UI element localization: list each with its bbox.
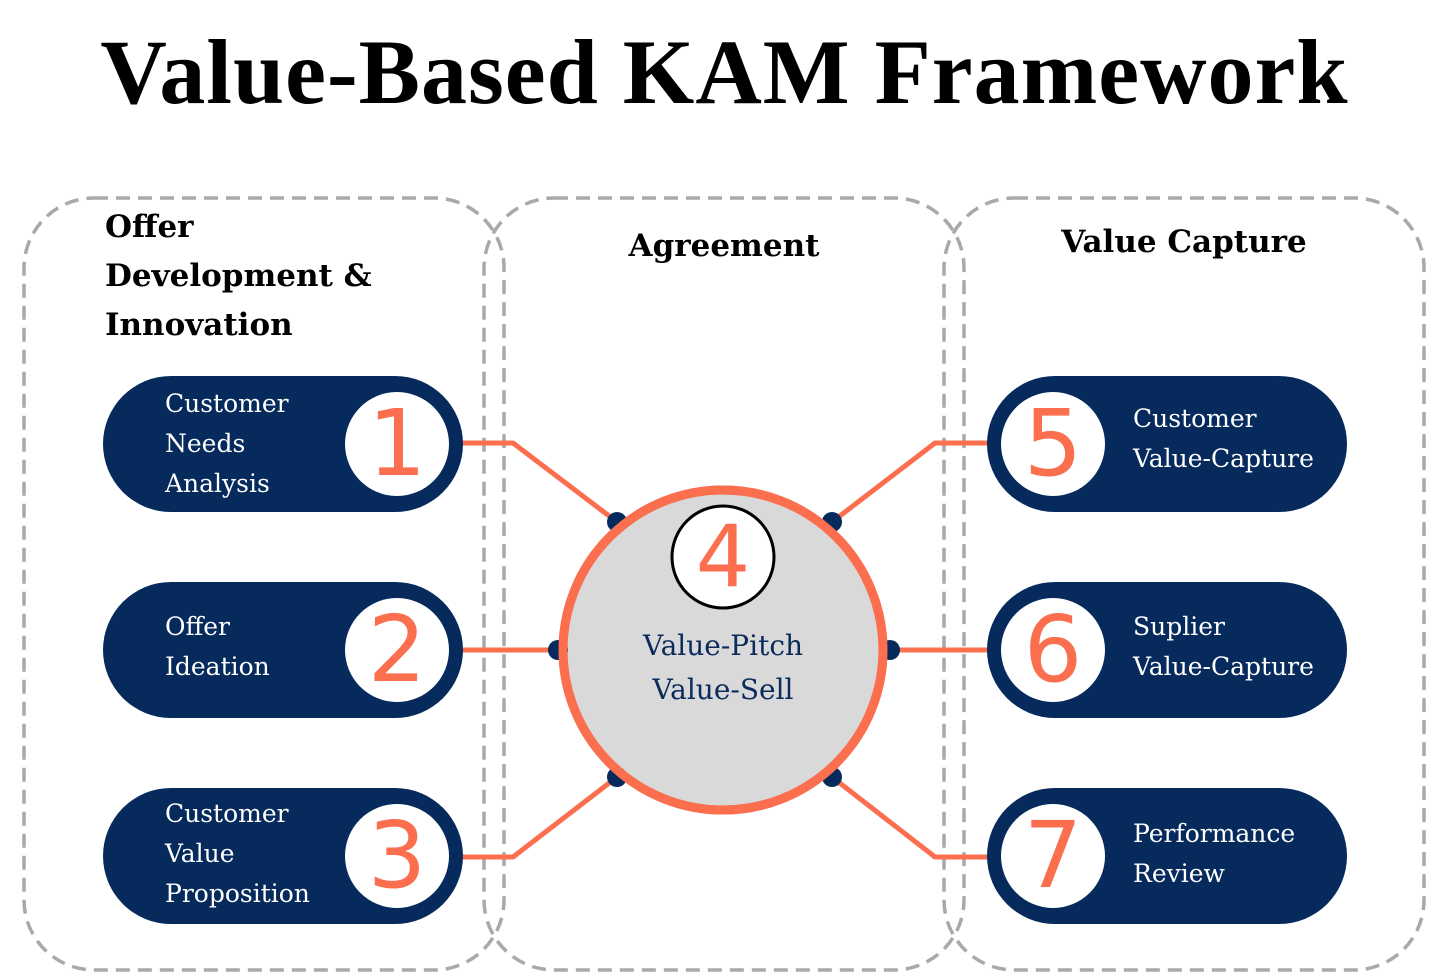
center-hub	[558, 485, 888, 815]
step-number-circle-2	[345, 598, 449, 702]
group-title-offer-development: Offer Development & Innovation	[105, 209, 372, 343]
step-label-7: Performance Review	[1133, 819, 1296, 888]
step-number-3: 3	[367, 802, 427, 909]
step-number-7: 7	[1023, 802, 1083, 909]
step-number-6: 6	[1023, 596, 1083, 703]
step-number-4: 4	[695, 507, 751, 607]
group-title-value-capture: Value Capture	[1061, 224, 1307, 260]
step-number-circle-6	[1001, 598, 1105, 702]
connector-5-to-4	[830, 440, 990, 524]
step-label-5: Customer Value-Capture	[1133, 404, 1314, 473]
step-label-3: Customer Value Proposition	[165, 799, 310, 908]
step-label-6: Suplier Value-Capture	[1133, 612, 1314, 681]
step-label-1: Customer Needs Analysis	[165, 389, 289, 498]
step-number-circle-7	[1001, 804, 1105, 908]
connector-7-to-4	[830, 775, 990, 860]
step-number-circle-4	[670, 504, 776, 610]
step-number-circle-3	[345, 804, 449, 908]
step-number-circle-5	[1001, 392, 1105, 496]
step-number-circle-1	[345, 392, 449, 496]
step-label-4: Value-Pitch Value-Sell	[642, 629, 804, 706]
step-number-2: 2	[367, 596, 427, 703]
step-number-5: 5	[1023, 390, 1083, 497]
group-title-agreement: Agreement	[628, 228, 820, 264]
diagram-title: Value-Based KAM Framework	[100, 21, 1349, 123]
connector-1-to-4	[460, 440, 619, 524]
step-number-1: 1	[367, 390, 427, 497]
step-label-2: Offer Ideation	[165, 612, 270, 681]
connector-3-to-4	[460, 775, 619, 860]
